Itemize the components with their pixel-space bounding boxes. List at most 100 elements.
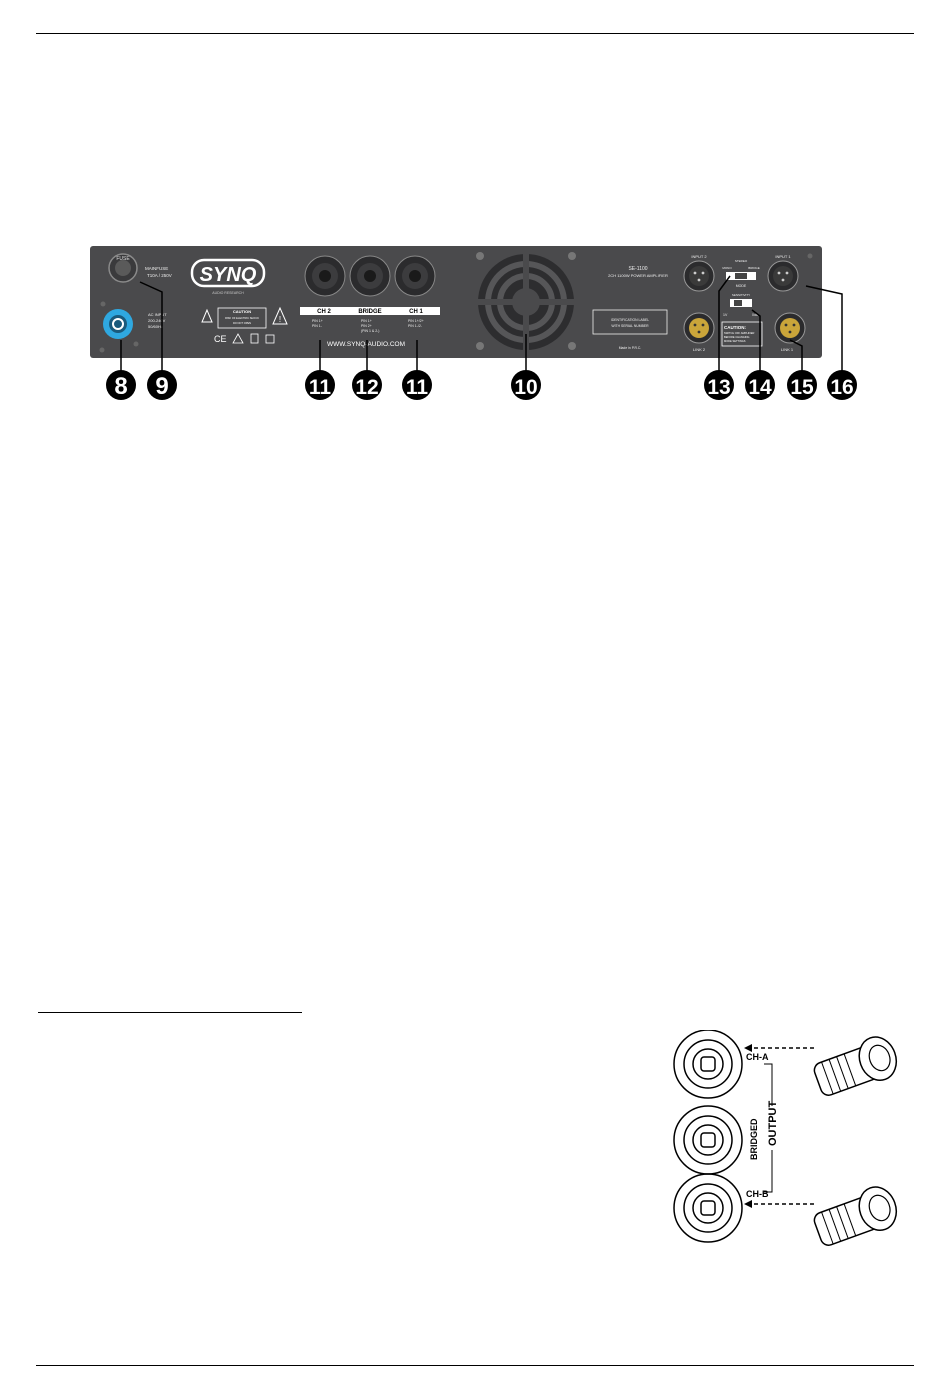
main-fuse-label: MAINFUSE: [145, 266, 168, 271]
fuse-holder[interactable]: FUSE: [108, 253, 138, 283]
output-label: OUTPUT: [767, 1101, 779, 1147]
svg-text:!: !: [279, 315, 281, 324]
bridge-note: (PIN 1 & 2-): [361, 329, 379, 333]
callout-leaders: [120, 275, 843, 372]
svg-text:13: 13: [707, 376, 730, 399]
brand-text: SYNQ: [200, 264, 257, 286]
callout-14: 14: [745, 370, 775, 400]
rear-panel-figure: FUSE MAINFUSE T10A / 250V AC INPUT 200-2…: [90, 246, 860, 406]
socket-bridged: [673, 1105, 743, 1175]
callout-16: 16: [827, 370, 857, 400]
svg-text:12: 12: [355, 376, 378, 399]
speakon-label-bar: [300, 307, 440, 315]
svg-text:15: 15: [790, 376, 814, 399]
ch2-pin-2: PIN 1-: [312, 324, 323, 328]
caution-title: CAUTION: [233, 309, 251, 314]
input2-label: INPUT 2: [691, 254, 707, 259]
id-label-line1: IDENTIFICATION LABEL: [611, 318, 649, 322]
brand-sub: AUDIO RESEARCH: [212, 291, 244, 295]
callout-9: 9: [147, 370, 177, 400]
xlr-link1[interactable]: [774, 312, 806, 344]
model-desc: 2CH 1100W POWER AMPLIFIER: [608, 273, 668, 278]
svg-text:11: 11: [406, 376, 429, 399]
bridge-pin-1: PIN 1+: [361, 319, 372, 323]
fuse-label: FUSE: [116, 256, 130, 262]
bridge-pin-2: PIN 2+: [361, 324, 372, 328]
made-in: Made in P.R.C.: [619, 346, 642, 350]
speakon-ch1[interactable]: [394, 255, 436, 297]
socket-ch-a: [673, 1029, 743, 1099]
ch2-pin-1: PIN 1+: [312, 319, 323, 323]
ch1-pin-2: PIN 1-/2-: [408, 324, 423, 328]
bridged-label: BRIDGED: [749, 1118, 759, 1160]
compliance-icon: [232, 333, 244, 344]
plug-arrows: [750, 1047, 814, 1205]
model-name: SE-1100: [628, 266, 647, 272]
fan-grille: [476, 252, 576, 350]
sensitivity-switch-slider[interactable]: [734, 300, 742, 306]
mode-label: MODE: [736, 284, 747, 288]
ch2-label: CH 2: [317, 309, 331, 315]
callout-10: 10: [511, 370, 541, 400]
shock-warning-icon: [201, 308, 213, 323]
callout-11b: 11: [402, 370, 432, 400]
input1-label: INPUT 1: [775, 254, 791, 259]
mode-caution-box: [721, 321, 763, 347]
caution2-title: CAUTION:: [724, 325, 746, 330]
ac-input-label: AC INPUT: [148, 312, 167, 317]
svg-text:8: 8: [114, 373, 127, 400]
caution-block: CAUTION RISK OF ELECTRIC SHOCK DO NOT OP…: [201, 306, 288, 344]
caution2-line2: BEFORE CHANGING: [724, 335, 749, 339]
svg-text:10: 10: [514, 376, 537, 399]
caution-line1: RISK OF ELECTRIC SHOCK: [225, 316, 259, 320]
xlr-link2[interactable]: [683, 312, 715, 344]
indoor-use-icon: [265, 334, 275, 344]
ac-input-freq: 50/60Hz: [148, 324, 163, 329]
link2-label: LINK 2: [693, 347, 706, 352]
main-fuse-rating: T10A / 250V: [147, 273, 172, 278]
svg-text:16: 16: [830, 376, 853, 399]
ch-b-label: CH-B: [746, 1189, 769, 1199]
sens-high: 0dB: [752, 313, 759, 317]
website: WWW.SYNQ-AUDIO.COM: [327, 341, 405, 348]
ch1-label: CH 1: [409, 309, 423, 315]
caution2-line1: SWITCH OFF AMPLIFIER: [724, 331, 755, 335]
rear-panel-body: [90, 246, 822, 358]
sens-low: 1V: [723, 313, 728, 317]
svg-text:14: 14: [748, 376, 772, 399]
speakon-plug-a: [813, 1036, 898, 1096]
mode-switch-slider[interactable]: [735, 273, 747, 279]
warning-icon: [272, 306, 288, 325]
mode-mono: MONO: [722, 266, 732, 270]
sensitivity-label: SENSITIVITY: [732, 293, 750, 297]
mode-bridge: BRIDGE: [748, 266, 760, 270]
ch-a-label: CH-A: [746, 1052, 769, 1062]
svg-text:9: 9: [155, 373, 168, 400]
ch1-pin-1: PIN 1+/2+: [408, 319, 424, 323]
callout-15: 15: [787, 370, 817, 400]
id-label-box: [592, 309, 668, 335]
xlr-input2[interactable]: [683, 260, 715, 292]
id-label-line2: WITH SERIAL NUMBER: [611, 324, 649, 328]
caution-line2: DO NOT OPEN: [233, 321, 251, 325]
svg-text:11: 11: [309, 376, 332, 399]
ce-mark: CE: [214, 334, 227, 344]
speakon-plug-b: [813, 1186, 898, 1246]
caution2-line3: MODE SETTINGS: [724, 339, 746, 343]
power-inlet[interactable]: [100, 301, 139, 347]
xlr-input1[interactable]: [767, 260, 799, 292]
link1-label: LINK 1: [781, 347, 794, 352]
header-rule: [36, 33, 914, 34]
synq-logo: SYNQ AUDIO RESEARCH: [190, 258, 266, 295]
ac-input-voltage: 200-240V: [148, 318, 166, 323]
speakon-bridge[interactable]: [349, 255, 391, 297]
weee-icon: [250, 333, 259, 344]
speakon-ch2[interactable]: [304, 255, 346, 297]
footer-rule: [36, 1365, 914, 1366]
mode-stereo: STEREO: [735, 259, 748, 263]
bridge-label: BRIDGE: [358, 309, 381, 315]
callout-12: 12: [352, 370, 382, 400]
socket-ch-b: [673, 1173, 743, 1243]
callout-11a: 11: [305, 370, 335, 400]
section-heading-rule: [38, 1012, 302, 1013]
